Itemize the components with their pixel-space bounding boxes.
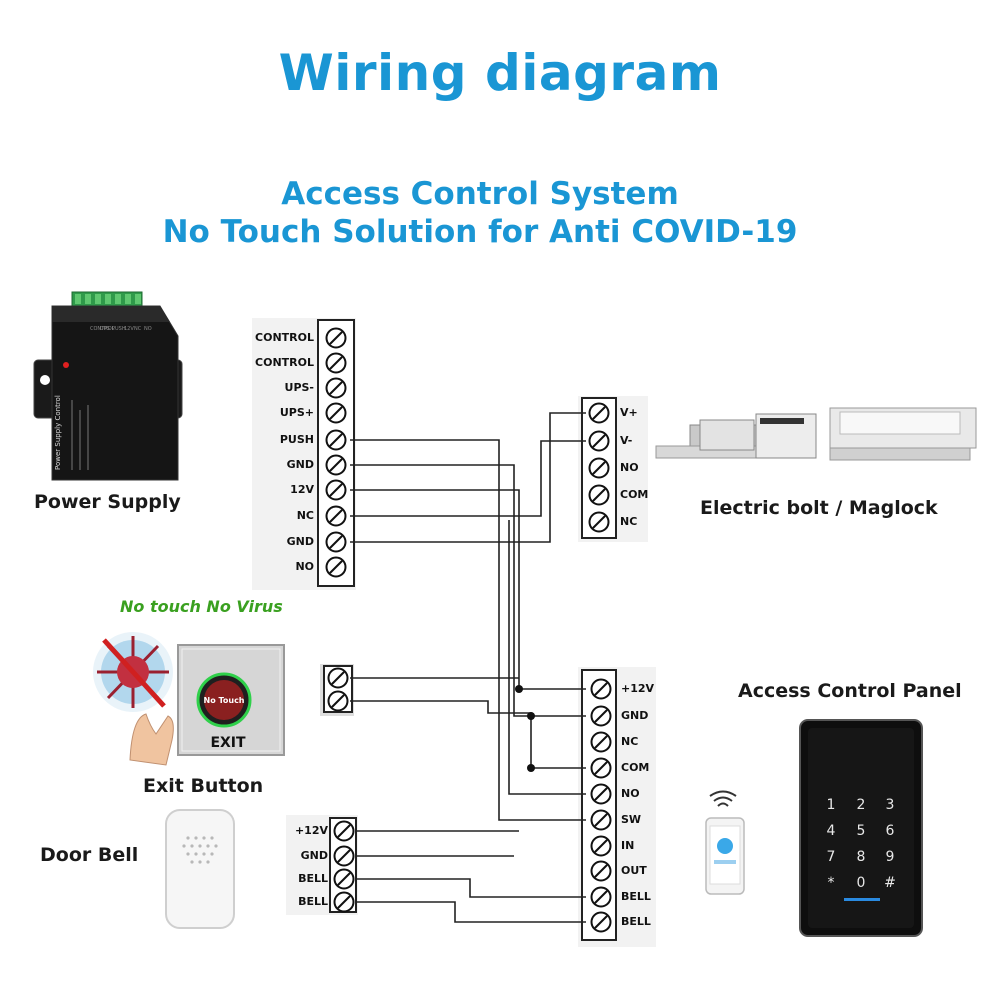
wire-junctions <box>515 685 535 772</box>
svg-text:12V: 12V <box>124 326 134 332</box>
door-bell-device <box>165 809 235 929</box>
psu-terminal-label: UPS+ <box>279 406 314 419</box>
panel-terminal-label: BELL <box>621 890 651 903</box>
panel-terminal-label: NO <box>621 787 640 800</box>
bell-terminal-block <box>286 815 358 915</box>
svg-text:UPS: UPS <box>100 326 110 332</box>
bell-terminal-label: BELL <box>298 872 328 885</box>
keypad-key[interactable]: 1 <box>826 797 836 813</box>
psu-terminal-label: PUSH <box>279 433 314 446</box>
panel-terminal-label: OUT <box>621 864 647 877</box>
keypad-key[interactable]: 6 <box>885 823 895 839</box>
exit-button-device: No Touch EXIT <box>93 632 285 766</box>
lock-terminal-label: V+ <box>620 406 638 419</box>
panel-terminal-label: +12V <box>621 682 655 695</box>
access-panel-label: Access Control Panel <box>738 680 962 702</box>
page-title: Wiring diagram <box>278 44 722 102</box>
exit-button-label: Exit Button <box>143 775 264 797</box>
svg-text:NC: NC <box>134 326 142 332</box>
lock-terminal-label: NO <box>620 461 639 474</box>
power-supply-device-text: Power Supply Control <box>54 395 62 470</box>
bell-terminal-label: BELL <box>298 895 328 908</box>
keypad-key[interactable]: * <box>827 875 835 891</box>
exit-plate-text: EXIT <box>210 735 246 751</box>
keypad-key[interactable]: 7 <box>826 849 836 865</box>
psu-terminal-label: 12V <box>290 483 314 496</box>
keypad-key[interactable]: 5 <box>856 823 866 839</box>
panel-terminal-label: NC <box>621 735 639 748</box>
lock-label: Electric bolt / Maglock <box>700 497 938 519</box>
svg-text:NO: NO <box>144 326 152 332</box>
psu-terminal-label: GND <box>286 535 314 548</box>
subtitle-line-1: Access Control System <box>281 176 679 212</box>
access-panel-device <box>799 719 923 937</box>
panel-terminal-label: IN <box>621 839 635 852</box>
psu-terminal-label: NO <box>295 560 314 573</box>
wires <box>350 412 586 923</box>
exit-terminal-block <box>320 664 354 716</box>
keypad-key[interactable]: 4 <box>826 823 836 839</box>
psu-terminal-label: GND <box>286 458 314 471</box>
lock-terminal-label: V- <box>620 434 633 447</box>
door-bell-label: Door Bell <box>40 844 139 866</box>
keypad-key[interactable]: 9 <box>885 849 895 865</box>
psu-terminal-label: NC <box>296 509 314 522</box>
keypad-key[interactable]: 8 <box>856 849 866 865</box>
panel-terminal-label: COM <box>621 761 650 774</box>
keypad-key[interactable]: 0 <box>856 875 866 891</box>
panel-terminal-label: BELL <box>621 915 651 928</box>
bell-terminal-label: +12V <box>294 824 328 837</box>
psu-terminal-label: UPS- <box>284 381 314 394</box>
lock-terminal-label: COM <box>620 488 649 501</box>
panel-terminal-label: SW <box>621 813 642 826</box>
lock-terminal-block <box>578 396 648 542</box>
psu-terminal-label: CONTROL <box>255 356 314 369</box>
exit-slogan: No touch No Virus <box>120 597 283 616</box>
panel-terminal-label: GND <box>621 709 649 722</box>
psu-terminal-label: CONTROL <box>255 331 314 344</box>
keypad-key[interactable]: # <box>884 875 896 891</box>
phone-device <box>705 790 745 895</box>
subtitle-line-2: No Touch Solution for Anti COVID-19 <box>162 214 798 250</box>
bell-terminal-label: GND <box>300 849 328 862</box>
keypad-key[interactable]: 3 <box>885 797 895 813</box>
svg-text:PUSH: PUSH <box>112 326 126 332</box>
lock-device <box>655 407 977 461</box>
lock-terminal-label: NC <box>620 515 638 528</box>
power-supply-label: Power Supply <box>34 491 181 513</box>
panel-terminal-block <box>578 667 656 947</box>
psu-terminal-block <box>252 318 356 590</box>
keypad-key[interactable]: 2 <box>856 797 866 813</box>
exit-button-face-text: No Touch <box>204 696 245 705</box>
svg-text:CONTROL: CONTROL <box>90 326 115 332</box>
